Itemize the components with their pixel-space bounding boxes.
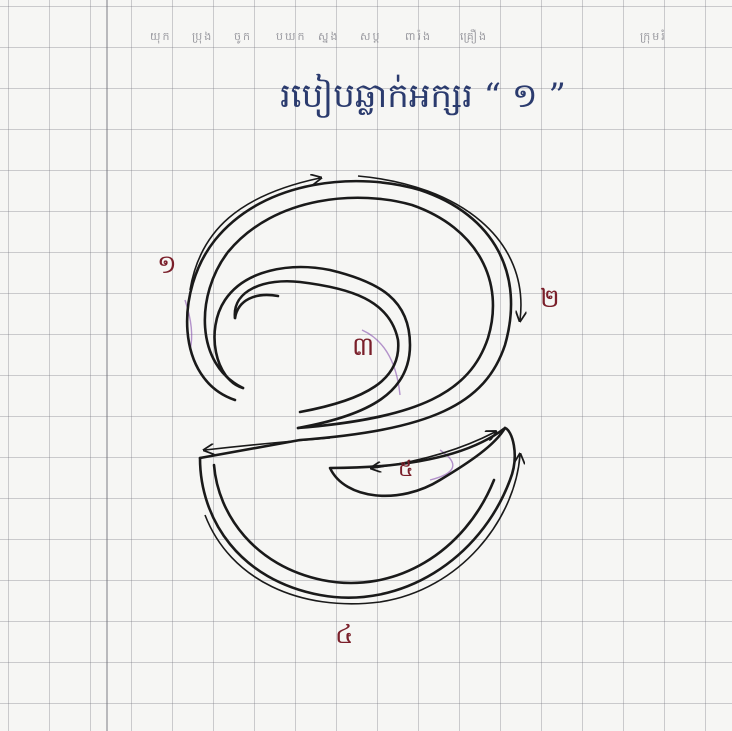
header-mark: ប្រុង [192,30,214,43]
stroke-number-1: ១ [157,250,177,280]
stroke-number-3: ៣ [352,332,375,362]
faint-header-strip: យុក ប្រុង ចូក បឃក ស្នង សប្ត ពារ៉ង គ្រឿង … [150,22,690,52]
stroke-arrow-2 [357,175,521,320]
page-title: របៀបឆ្លាក់អក្សរ “ ១ ” [280,76,566,116]
glyph-outer-outline [185,179,516,599]
stroke-arrow-5 [372,432,495,468]
header-mark: បឃក [276,30,307,43]
header-mark: ក្រុមរំ [640,30,667,43]
direction-arrows [189,175,521,605]
stroke-number-5: ៥ [398,457,414,482]
margin-line [106,0,108,731]
header-mark: យុក [150,30,172,43]
header-mark: ចូក [234,30,252,43]
stroke-arrow-3 [205,437,331,450]
header-mark: សប្ត [360,30,382,43]
stroke-number-4: ៤ [335,620,354,650]
header-mark: ស្នង [318,30,340,43]
header-mark: គ្រឿង [460,30,489,43]
stroke-arrow-4 [204,455,520,605]
header-mark: ពារ៉ង [405,30,432,43]
stroke-number-2: ២ [540,284,560,314]
stroke-arrow-1 [189,178,320,291]
